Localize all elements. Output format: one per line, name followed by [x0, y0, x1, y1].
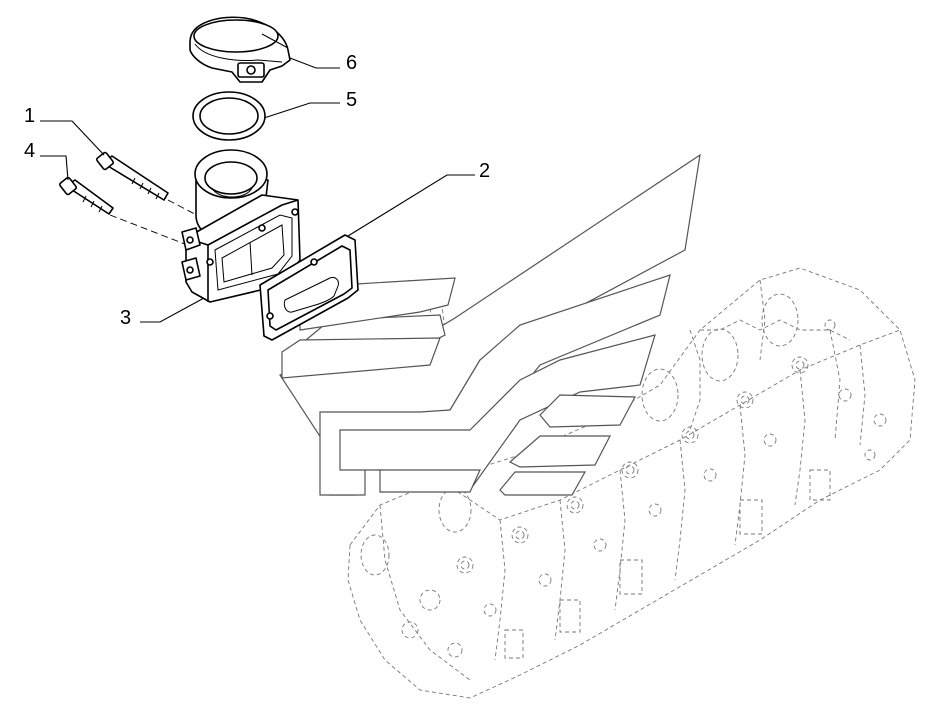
callout-1: 1	[24, 105, 35, 127]
leader-4	[40, 155, 69, 181]
screw-part-4	[58, 176, 114, 215]
reference-brackets	[279, 153, 701, 496]
callout-3: 3	[120, 307, 131, 329]
hose-clamp-part-6	[189, 16, 291, 83]
callout-labels: 1 4 6 5 2 3	[24, 52, 490, 329]
screw-part-1	[95, 151, 169, 201]
leader-1	[40, 120, 105, 156]
leader-2	[347, 174, 475, 237]
callout-5: 5	[346, 89, 357, 111]
leader-5	[263, 102, 340, 119]
callout-2: 2	[479, 160, 490, 182]
leader-lines	[40, 57, 475, 323]
leader-3	[140, 297, 205, 323]
callout-6: 6	[346, 52, 357, 74]
gasket-part-2	[259, 234, 359, 341]
o-ring-part-5	[192, 91, 266, 141]
callout-4: 4	[24, 140, 35, 162]
leader-6	[289, 57, 340, 69]
assembly-line-screw-4	[109, 214, 191, 247]
